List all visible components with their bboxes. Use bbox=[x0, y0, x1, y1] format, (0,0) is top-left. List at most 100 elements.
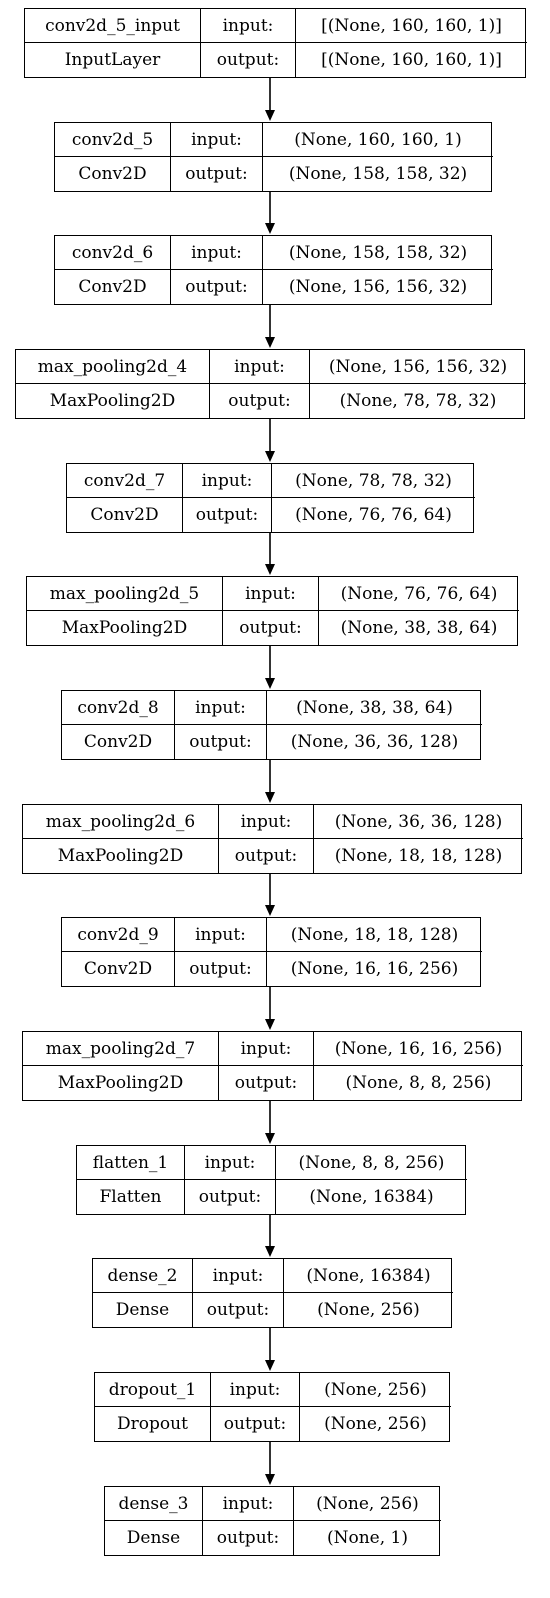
input-label: input: bbox=[211, 1373, 300, 1407]
input-label: input: bbox=[183, 464, 272, 498]
input-label: input: bbox=[203, 1487, 294, 1521]
output-label: output: bbox=[183, 498, 272, 532]
input-label: input: bbox=[210, 350, 310, 384]
output-shape: (None, 16384) bbox=[309, 1187, 434, 1207]
arrowhead-icon bbox=[265, 223, 275, 234]
layer-type: Conv2D bbox=[55, 157, 171, 191]
input-shape: (None, 256) bbox=[300, 1373, 451, 1407]
arrowhead-icon bbox=[265, 905, 275, 916]
arrowhead-icon bbox=[265, 678, 275, 689]
layer-name: dropout_1 bbox=[95, 1373, 211, 1407]
input-shape: (None, 8, 8, 256) bbox=[276, 1146, 467, 1180]
output-shape: (None, 158, 158, 32) bbox=[288, 164, 468, 184]
arrowhead-icon bbox=[265, 1019, 275, 1030]
output-label: output: bbox=[171, 157, 263, 191]
arrowhead-icon bbox=[265, 110, 275, 121]
input-label: input: bbox=[171, 236, 263, 270]
output-shape: [(None, 160, 160, 1)] bbox=[321, 50, 502, 70]
layer-type: InputLayer bbox=[25, 43, 201, 77]
input-label: input: bbox=[219, 805, 314, 839]
output-shape: (None, 36, 36, 128) bbox=[290, 732, 459, 752]
output-label: output: bbox=[223, 611, 319, 645]
output-shape: (None, 18, 18, 128) bbox=[334, 846, 503, 866]
layer-name: conv2d_9 bbox=[62, 918, 175, 952]
arrowhead-icon bbox=[265, 451, 275, 462]
layer-type: MaxPooling2D bbox=[23, 839, 219, 873]
input-shape: (None, 256) bbox=[294, 1487, 441, 1521]
input-label: input: bbox=[193, 1259, 284, 1293]
input-shape: [(None, 160, 160, 1)] bbox=[296, 9, 527, 43]
output-shape: (None, 8, 8, 256) bbox=[345, 1073, 492, 1093]
input-shape: (None, 38, 38, 64) bbox=[267, 691, 482, 725]
output-label: output: bbox=[219, 1066, 314, 1100]
output-shape: (None, 1) bbox=[326, 1528, 408, 1548]
layer-name: conv2d_5_input bbox=[25, 9, 201, 43]
layer-name: conv2d_7 bbox=[67, 464, 183, 498]
input-label: input: bbox=[175, 918, 267, 952]
layer-name: max_pooling2d_5 bbox=[27, 577, 223, 611]
layer-name: max_pooling2d_4 bbox=[16, 350, 210, 384]
output-label: output: bbox=[171, 270, 263, 304]
output-shape: (None, 256) bbox=[324, 1414, 427, 1434]
input-label: input: bbox=[175, 691, 267, 725]
output-shape: (None, 76, 76, 64) bbox=[295, 505, 452, 525]
layer-type: Conv2D bbox=[62, 725, 175, 759]
input-label: input: bbox=[185, 1146, 276, 1180]
layer-name: max_pooling2d_6 bbox=[23, 805, 219, 839]
input-shape: (None, 18, 18, 128) bbox=[267, 918, 482, 952]
arrowhead-icon bbox=[265, 1360, 275, 1371]
input-shape: (None, 160, 160, 1) bbox=[263, 123, 493, 157]
layer-name: conv2d_5 bbox=[55, 123, 171, 157]
layer-type: MaxPooling2D bbox=[16, 384, 210, 418]
layer-name: dense_2 bbox=[93, 1259, 193, 1293]
input-label: input: bbox=[201, 9, 296, 43]
input-shape: (None, 158, 158, 32) bbox=[263, 236, 493, 270]
output-label: output: bbox=[201, 43, 296, 77]
arrowhead-icon bbox=[265, 792, 275, 803]
arrowhead-icon bbox=[265, 1133, 275, 1144]
input-label: input: bbox=[219, 1032, 314, 1066]
arrowhead-icon bbox=[265, 1474, 275, 1485]
input-shape: (None, 36, 36, 128) bbox=[314, 805, 523, 839]
arrowhead-icon bbox=[265, 337, 275, 348]
input-shape: (None, 78, 78, 32) bbox=[272, 464, 475, 498]
output-label: output: bbox=[185, 1180, 276, 1214]
output-label: output: bbox=[219, 839, 314, 873]
output-label: output: bbox=[211, 1407, 300, 1441]
output-shape: (None, 256) bbox=[317, 1300, 420, 1320]
arrowhead-icon bbox=[265, 1246, 275, 1257]
layer-name: conv2d_8 bbox=[62, 691, 175, 725]
layer-type: Conv2D bbox=[55, 270, 171, 304]
input-shape: (None, 16384) bbox=[284, 1259, 453, 1293]
layer-type: Conv2D bbox=[67, 498, 183, 532]
layer-name: dense_3 bbox=[105, 1487, 203, 1521]
layer-name: max_pooling2d_7 bbox=[23, 1032, 219, 1066]
output-shape: (None, 78, 78, 32) bbox=[339, 391, 497, 411]
input-label: input: bbox=[223, 577, 319, 611]
output-label: output: bbox=[210, 384, 310, 418]
output-shape: (None, 38, 38, 64) bbox=[340, 618, 498, 638]
input-label: input: bbox=[171, 123, 263, 157]
layer-type: Dropout bbox=[95, 1407, 211, 1441]
layer-name: conv2d_6 bbox=[55, 236, 171, 270]
layer-type: Dense bbox=[93, 1293, 193, 1327]
layer-type: MaxPooling2D bbox=[23, 1066, 219, 1100]
input-shape: (None, 76, 76, 64) bbox=[319, 577, 519, 611]
arrowhead-icon bbox=[265, 564, 275, 575]
output-label: output: bbox=[193, 1293, 284, 1327]
